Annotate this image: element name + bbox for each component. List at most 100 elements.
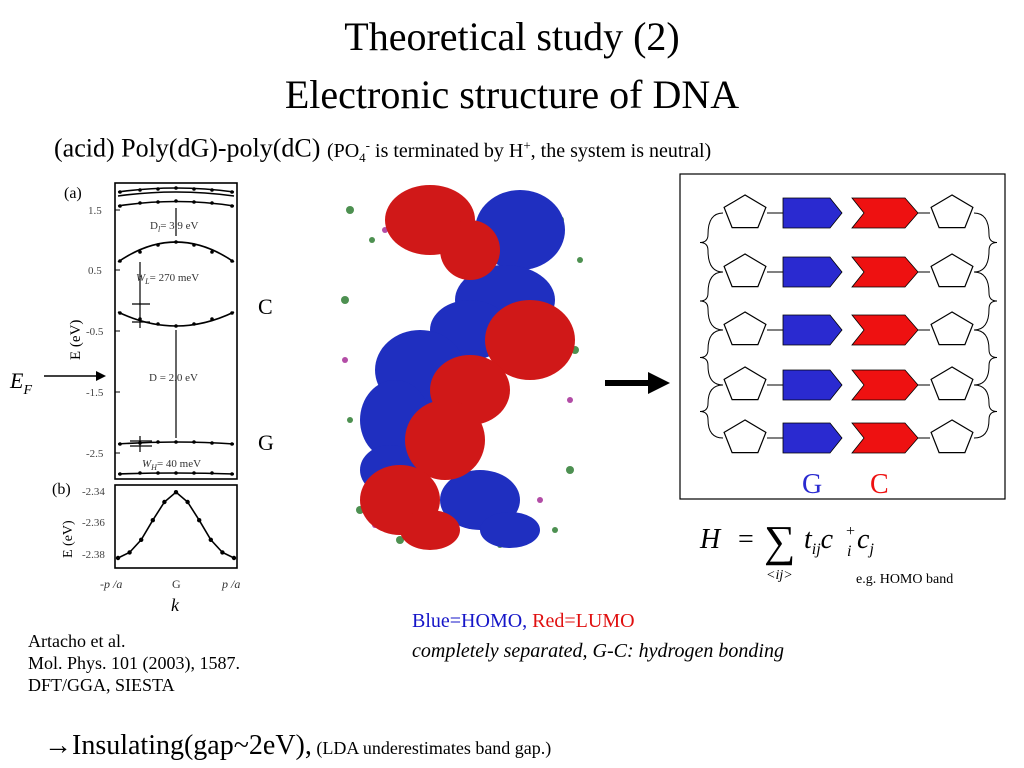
reference-line2: Mol. Phys. 101 (2003), 1587. [28, 653, 241, 673]
series-line [117, 491, 235, 559]
conclusion: →Insulating(gap~2eV), (LDA underestimate… [44, 728, 551, 766]
sum-index: <ij> [766, 568, 793, 583]
slide-title-line2: Electronic structure of DNA [284, 72, 740, 117]
backbone-left [699, 271, 724, 331]
subtitle-note: (PO4- is terminated by H+, the system is… [326, 137, 712, 165]
guanine-block [782, 422, 843, 454]
sugar-right-pentagon [930, 366, 974, 401]
cytosine-block [851, 256, 919, 288]
schematic-label-g: G [802, 469, 822, 500]
data-point [139, 537, 144, 542]
backbone-left [699, 212, 724, 273]
b-xtick: G [172, 577, 181, 591]
data-point [150, 518, 155, 523]
cytosine-block [851, 369, 919, 401]
a-ytick: 1.5 [88, 205, 102, 217]
annot-delta: D = 2.0 eV [149, 372, 198, 384]
backbone-right [973, 384, 998, 439]
sugar-right-pentagon [930, 311, 974, 346]
data-point [197, 518, 202, 523]
guanine-block [782, 314, 843, 346]
annot-delta-l: Dl= 3.9 eV [150, 220, 199, 234]
base-pair-row [723, 419, 974, 454]
svg-text:cj: cj [857, 524, 874, 558]
band-label-g: G [258, 430, 274, 455]
dna-orbital-image [333, 185, 588, 553]
sugar-left-pentagon [723, 366, 767, 401]
cytosine-block [851, 422, 919, 454]
hamiltonian-example: e.g. HOMO band [856, 572, 954, 587]
guanine-block [782, 197, 843, 229]
xlabel-k: k [171, 595, 180, 615]
sugar-right-pentagon [930, 194, 974, 229]
a-ytick: -2.5 [86, 448, 104, 460]
caption-red: Red=LUMO [527, 610, 635, 632]
guanine-block [782, 256, 843, 288]
panel-b-xticks: -p /a G p /a [100, 577, 240, 591]
caption-line2: completely separated, G-C: hydrogen bond… [412, 640, 784, 662]
reference: Artacho et al. Mol. Phys. 101 (2003), 15… [28, 630, 240, 696]
panel-b-yticks: -2.34 -2.36 -2.38 [82, 486, 105, 561]
backbone-right [973, 329, 998, 386]
a-ytick: 0.5 [88, 265, 102, 277]
b-xtick: p /a [221, 577, 240, 591]
caption: Blue=HOMO, Red=LUMO completely separated… [412, 606, 784, 666]
conclusion-main: →Insulating(gap~2eV), [44, 730, 312, 761]
cytosine-block [851, 314, 919, 346]
svg-text:+: + [846, 523, 855, 540]
panel-a-ylabel: E (eV) [68, 320, 84, 360]
reference-line3: DFT/GGA, SIESTA [28, 675, 175, 695]
annot-wl: WL= 270 meV [136, 272, 199, 286]
cytosine-block [851, 197, 919, 229]
panel-b-label: (b) [52, 481, 71, 498]
data-point [162, 499, 167, 505]
sugar-left-pentagon [723, 419, 767, 454]
backbone-left [699, 384, 724, 439]
conclusion-note: (LDA underestimates band gap.) [311, 738, 552, 758]
b-ytick: -2.34 [82, 486, 105, 498]
big-arrow-head [648, 372, 670, 394]
base-pair-row [723, 253, 974, 288]
base-pair-row [723, 366, 974, 401]
schematic-label-c: C [870, 469, 889, 500]
svg-text:∑: ∑ [764, 517, 795, 566]
panel-a-yticks: 1.5 0.5 -0.5 -1.5 -2.5 [86, 205, 104, 460]
data-point [231, 555, 237, 561]
sugar-right-pentagon [930, 419, 974, 454]
fermi-arrow-head [96, 371, 106, 381]
fermi-label: EF [9, 368, 32, 398]
b-ytick: -2.36 [82, 517, 105, 529]
band-label-c: C [258, 294, 273, 319]
sugar-left-pentagon [723, 194, 767, 229]
slide-title-line1: Theoretical study (2) [344, 14, 680, 59]
backbone-right [973, 271, 998, 331]
svg-text:i: i [847, 543, 851, 560]
data-point [208, 537, 213, 542]
panel-b-ylabel: E (eV) [61, 520, 76, 558]
a-ytick: -1.5 [86, 387, 104, 399]
svg-text:H: H [699, 524, 722, 555]
reference-line1: Artacho et al. [28, 631, 126, 651]
data-point [220, 550, 225, 555]
data-point [173, 490, 179, 495]
subtitle-main: (acid) Poly(dG)-poly(dC) [54, 133, 321, 163]
b-ytick: -2.38 [82, 549, 105, 561]
svg-text:=: = [738, 524, 754, 555]
backbone-right [973, 212, 998, 273]
panel-b-curve [115, 490, 237, 561]
annot-wh: WH= 40 meV [142, 458, 201, 472]
data-point [127, 550, 132, 555]
base-pair-row [723, 194, 974, 229]
guanine-block [782, 369, 843, 401]
b-xtick: -p /a [100, 577, 122, 591]
a-ytick: -0.5 [86, 326, 104, 338]
caption-blue: Blue=HOMO, [412, 610, 528, 632]
backbone-left [699, 329, 724, 386]
sugar-left-pentagon [723, 311, 767, 346]
sugar-left-pentagon [723, 253, 767, 288]
svg-text:tijc: tijc [804, 524, 834, 558]
base-pair-row [723, 311, 974, 346]
data-point [185, 499, 190, 505]
sugar-right-pentagon [930, 253, 974, 288]
